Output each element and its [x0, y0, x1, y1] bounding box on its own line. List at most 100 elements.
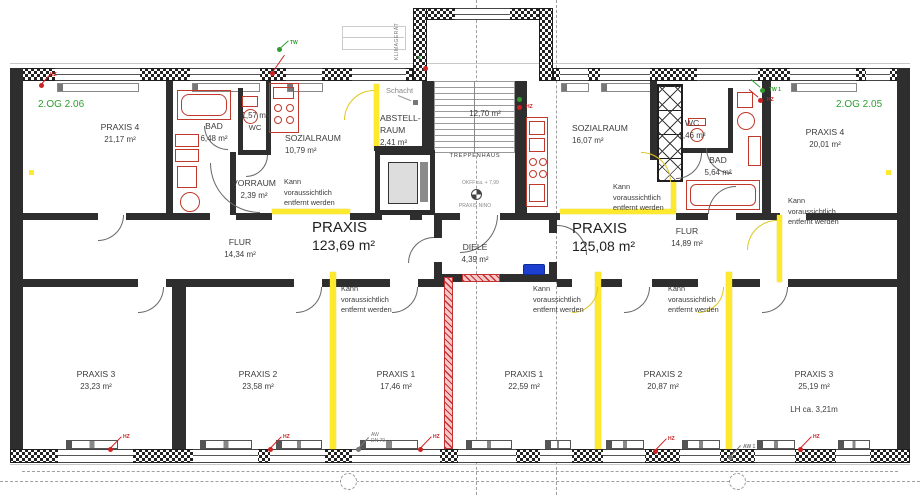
room-label-praxis2-left: PRAXIS 2 [238, 369, 278, 379]
hz-marker-label: HZ [813, 434, 820, 440]
hz-marker-dot [423, 66, 428, 71]
hz-marker-label: HZ [50, 72, 57, 78]
hob-burner [286, 116, 294, 124]
level-note: OKFF ca. + 7,99 [462, 180, 499, 186]
wall-segment [410, 213, 422, 220]
room-label-praxis3-left: PRAXIS 3 23,23 m² [76, 369, 116, 392]
radiator [545, 440, 571, 449]
kitchen-sink [273, 87, 294, 99]
wall-segment [238, 150, 271, 155]
window [836, 449, 870, 463]
radiator [838, 440, 870, 449]
door-arc-removable [747, 220, 777, 250]
wall-segment [736, 213, 780, 220]
stair-divider [474, 81, 475, 153]
room-label-bad-right: BAD 5,64 m² [704, 155, 732, 178]
tw-marker-label: TW [290, 40, 298, 46]
sink [175, 149, 199, 162]
wall-segment [238, 88, 243, 152]
wall-segment [322, 279, 390, 287]
hz-marker-dot [418, 447, 423, 452]
sill-dash-line [22, 471, 898, 472]
hob-burner [274, 116, 282, 124]
cabinet-block [657, 84, 683, 182]
wall-segment [413, 8, 427, 81]
service-dot [29, 170, 34, 175]
wall-segment [236, 213, 272, 220]
removable-note: Kann voraussichtlich entfernt werden [668, 284, 719, 315]
wall-segment [788, 279, 897, 287]
window [58, 449, 133, 463]
window [458, 449, 516, 463]
shaft-dot [413, 100, 418, 105]
window [286, 68, 322, 81]
window [193, 449, 258, 463]
wall-segment [652, 279, 698, 287]
hz-marker-dot [653, 449, 658, 454]
wall-removable [272, 209, 350, 214]
tw-marker-dot [760, 88, 765, 93]
radiator [276, 440, 322, 449]
radiator [606, 440, 644, 449]
hz-marker-label: HZ [433, 434, 440, 440]
hz-marker-label: HZ [526, 104, 533, 110]
wall-segment [806, 213, 897, 220]
wall-segment [600, 279, 622, 287]
floor-label-right: 2.OG 2.05 [836, 99, 883, 110]
klima-platform-line [342, 37, 404, 38]
wall-new-segment [462, 274, 500, 282]
klima-cross-icon: × [417, 55, 422, 62]
room-label-praxis1-left: PRAXIS 1 17,46 m² [376, 369, 416, 392]
wall-segment [650, 81, 657, 160]
kitchen-unit [269, 83, 299, 133]
hz-marker-label: HZ [668, 436, 675, 442]
hz-marker-dot [108, 447, 113, 452]
window [600, 68, 650, 81]
window [866, 68, 890, 81]
hz-marker-dot [798, 447, 803, 452]
window [540, 449, 572, 463]
wall-removable [374, 84, 379, 148]
radiator [682, 440, 720, 449]
floor-label-left: 2.OG 2.06 [38, 99, 85, 110]
door-arc [296, 287, 322, 313]
hz-marker-line [420, 436, 432, 448]
radiator [360, 440, 418, 449]
door-arc [762, 287, 788, 313]
wall-segment [549, 213, 560, 220]
leader-line [397, 95, 412, 102]
kitchen-unit [526, 117, 548, 207]
klima-platform [342, 26, 406, 50]
wall-demolition [444, 277, 453, 449]
removable-note: Kann voraussichtlich entfernt werden [533, 284, 584, 315]
removable-note: Kann voraussichtlich entfernt werden [284, 177, 335, 208]
room-label-treppenhaus-area: 12,70 m² [469, 109, 501, 118]
hob-burner [286, 104, 294, 112]
removable-note: Kann voraussichtlich entfernt werden [341, 284, 392, 315]
hz-marker-label: HZ [767, 97, 774, 103]
wall-segment [549, 262, 557, 282]
window [352, 68, 406, 81]
kitchen-appliance [529, 184, 545, 202]
facade-line-top [10, 63, 910, 64]
room-label-sozialraum-left: SOZIALRAUM 10,79 m² [285, 133, 341, 156]
room-label-sozialraum-right: SOZIALRAUM 16,07 m² [572, 123, 628, 146]
wall-segment [166, 81, 173, 215]
door-arc [138, 287, 164, 313]
room-label-flur-left: FLUR 14,34 m² [224, 237, 256, 260]
wall-segment [434, 213, 460, 220]
radiator [757, 440, 795, 449]
lintel-marker [523, 264, 545, 275]
removable-note: Kann voraussichtlich entfernt werden [613, 182, 664, 213]
hob-burner [274, 104, 282, 112]
room-label-praxis1-right: PRAXIS 1 22,59 m² [504, 369, 544, 392]
wall-segment [266, 81, 271, 152]
wall-segment [350, 213, 382, 220]
radiator [66, 440, 118, 449]
room-label-praxis4-left: PRAXIS 4 21,17 m² [100, 122, 140, 145]
sink [175, 134, 199, 147]
window [790, 68, 856, 81]
room-label-diele: DIELE 4,39 m² [461, 242, 489, 265]
window [697, 68, 758, 81]
